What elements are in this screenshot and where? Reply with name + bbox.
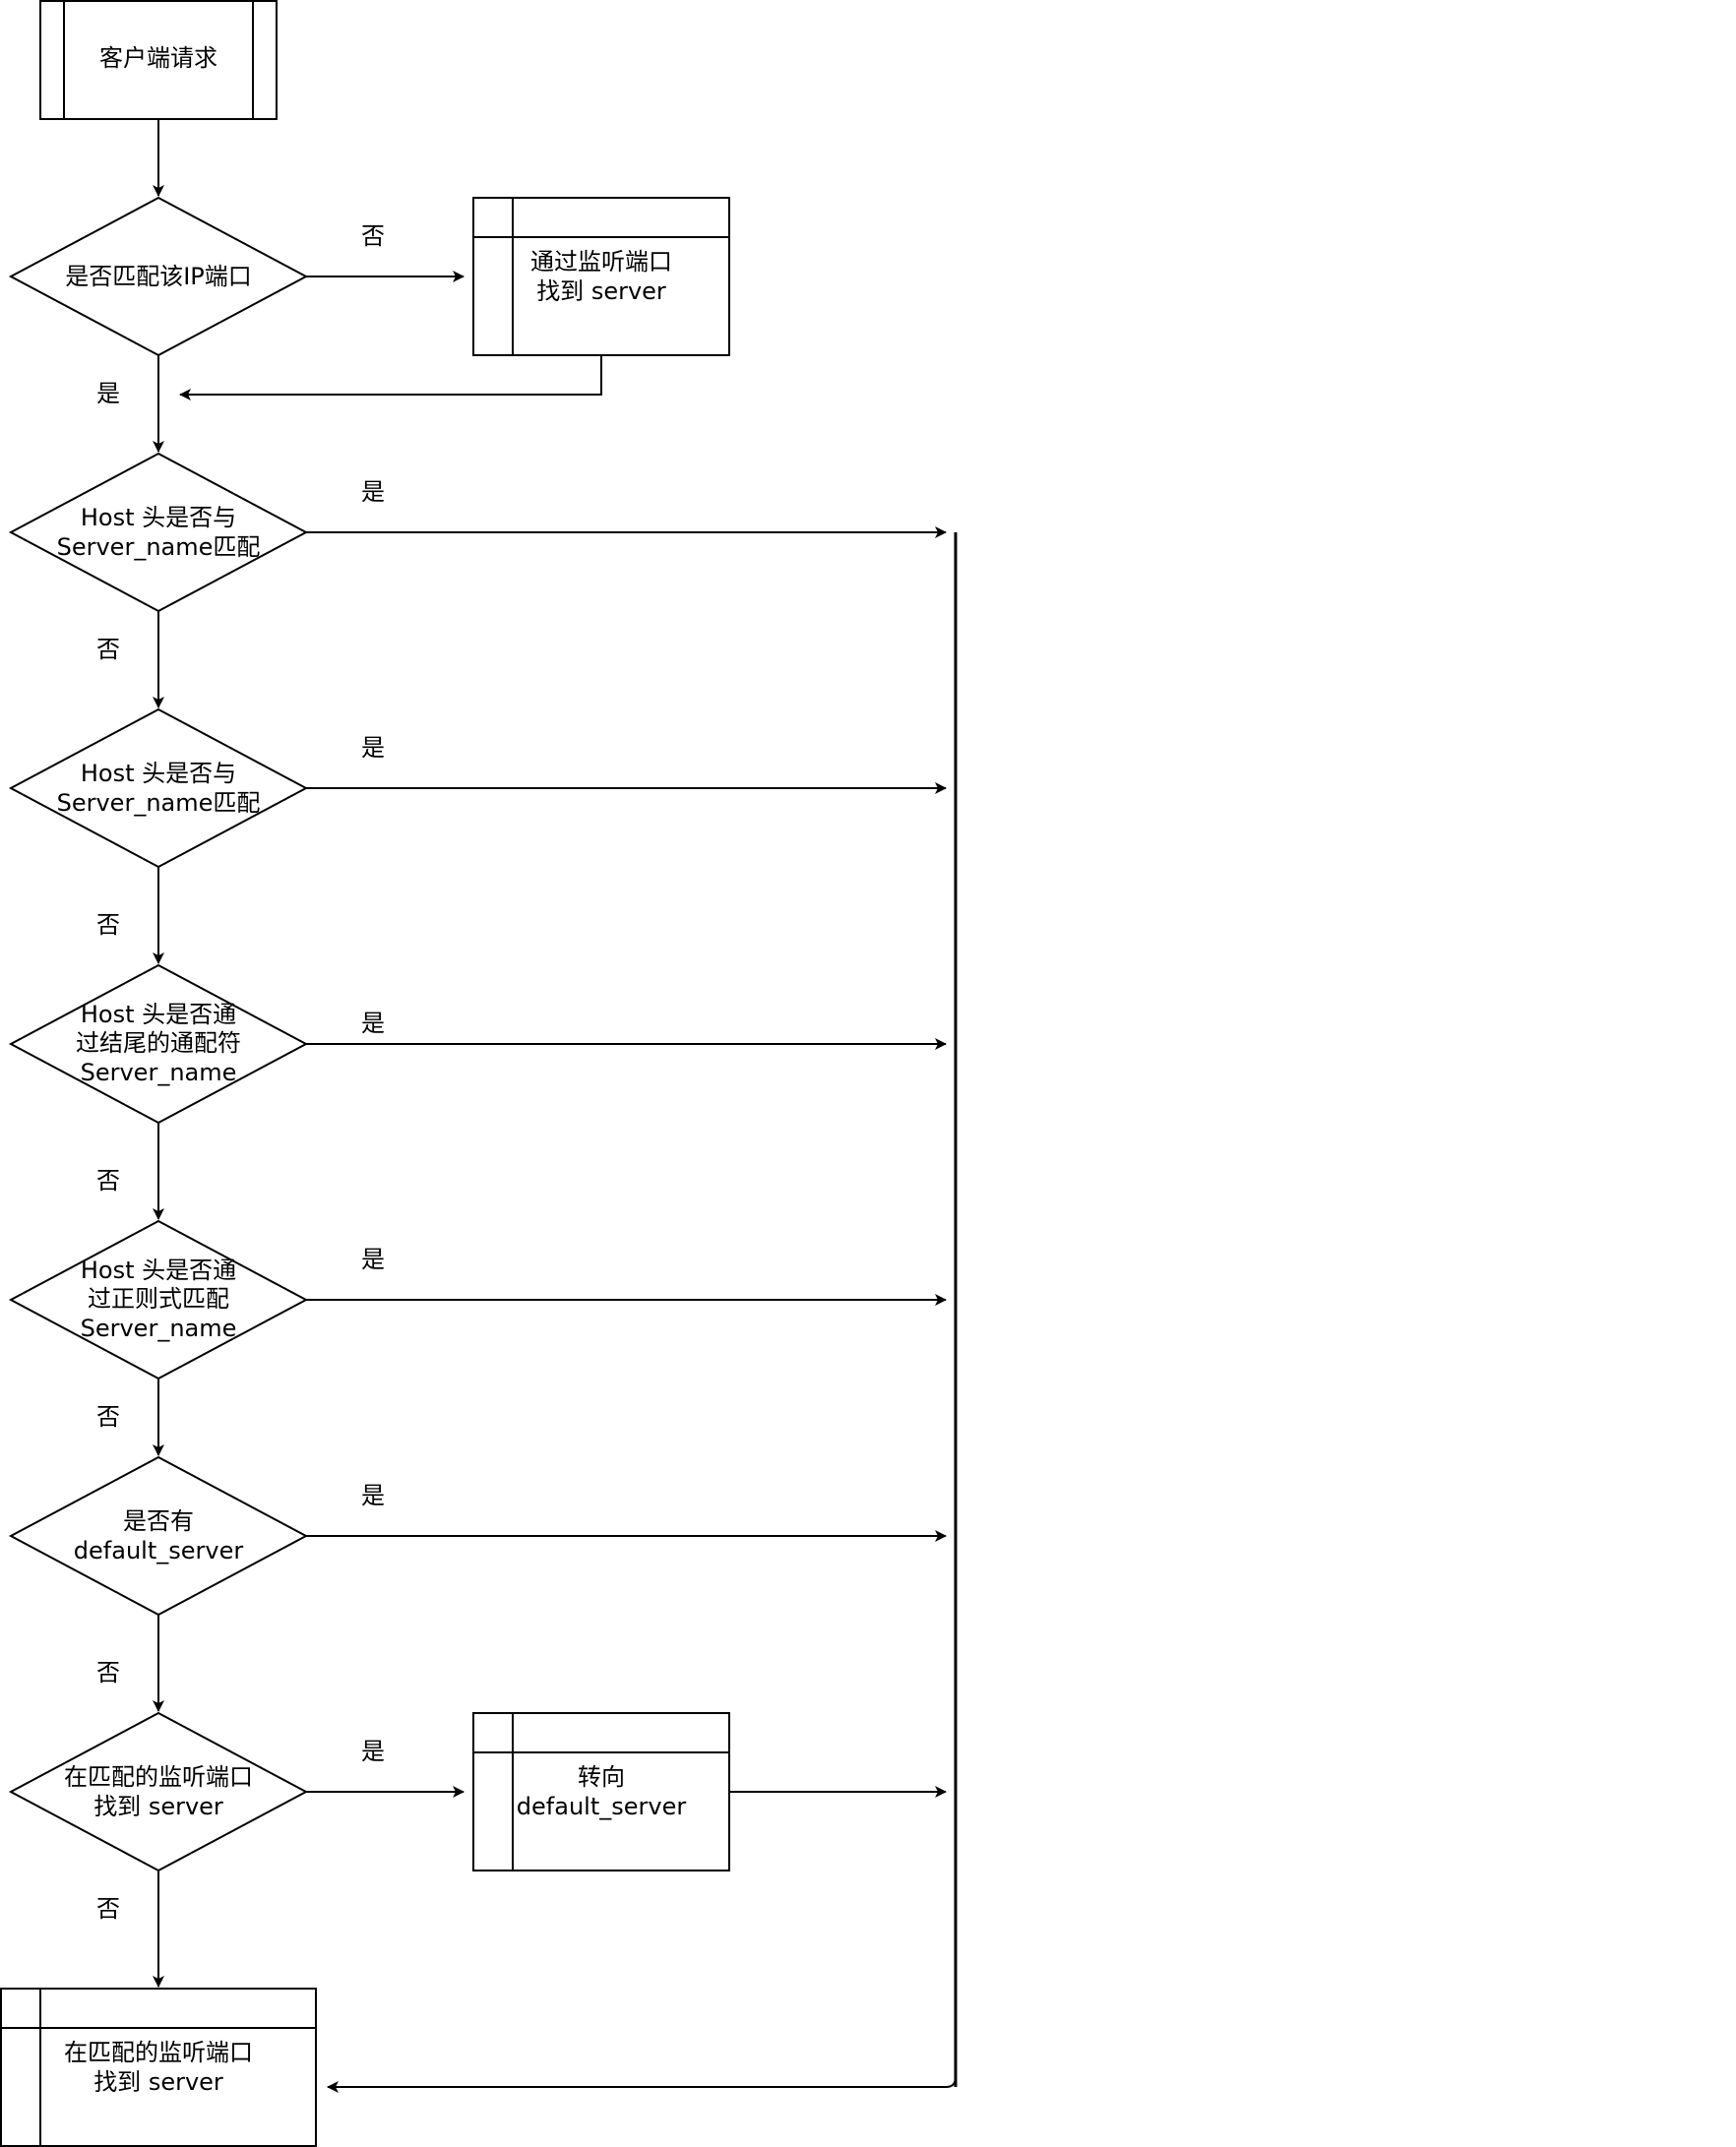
decision-listen-line-1: 在匹配的监听端口 (64, 1763, 253, 1791)
final-box-line-2: 找到 server (93, 2068, 223, 2096)
connectors (153, 119, 958, 2093)
final-box-line-1: 在匹配的监听端口 (64, 2039, 253, 2066)
edge-label-exact-yes: 是 (361, 478, 385, 506)
redirect-box-line-1: 转向 (578, 1763, 625, 1791)
decision-suffix-line-3: Server_name (81, 1059, 237, 1086)
start-node: 客户端请求 (39, 0, 278, 120)
edge-label-suffix-no: 否 (96, 1167, 120, 1195)
decision-regex-line-2: 过正则式匹配 (88, 1285, 229, 1313)
decision-listen-line-2: 找到 server (93, 1793, 223, 1820)
redirect-default-box: 转向 default_server (472, 1712, 730, 1871)
decision-ip-match: 是否匹配该IP端口 (8, 196, 309, 357)
decision-listen-port: 在匹配的监听端口 找到 server (8, 1711, 309, 1872)
decision-suffix-line-2: 过结尾的通配符 (76, 1029, 241, 1057)
decision-host-regex: Host 头是否通 过正则式匹配 Server_name (8, 1219, 309, 1380)
edge-label-exact-no: 否 (96, 636, 120, 663)
edge-label-exact2-no: 否 (96, 911, 120, 939)
decision-exact-2-line-2: Server_name匹配 (57, 789, 261, 817)
decision-default-line-1: 是否有 (123, 1507, 194, 1535)
listen-box-line-2: 找到 server (536, 277, 666, 305)
edge-label-exact2-yes: 是 (361, 734, 385, 762)
decision-default-line-2: default_server (74, 1537, 244, 1564)
decision-host-exact-1: Host 头是否与 Server_name匹配 (8, 452, 309, 613)
listen-box-line-1: 通过监听端口 (530, 248, 672, 276)
edge-label-ip-yes: 是 (96, 380, 120, 407)
edge-label-ip-no: 否 (361, 222, 385, 250)
redirect-box-line-2: default_server (517, 1793, 687, 1820)
edge-label-default-yes: 是 (361, 1482, 385, 1509)
final-box: 在匹配的监听端口 找到 server (0, 1988, 317, 2147)
decision-ip-label: 是否匹配该IP端口 (65, 263, 252, 290)
decision-regex-line-3: Server_name (81, 1315, 237, 1342)
edge-label-suffix-yes: 是 (361, 1010, 385, 1037)
decision-exact-2-line-1: Host 头是否与 (81, 760, 236, 787)
decision-suffix-line-1: Host 头是否通 (81, 1001, 236, 1028)
decision-regex-line-1: Host 头是否通 (81, 1257, 236, 1284)
listen-port-box: 通过监听端口 找到 server (472, 197, 730, 356)
edge-label-regex-yes: 是 (361, 1246, 385, 1273)
decision-host-exact-2: Host 头是否与 Server_name匹配 (8, 707, 309, 869)
edge-label-listen-no: 否 (96, 1895, 120, 1923)
edge-rail-to-final (327, 2076, 957, 2093)
edge-labels: 否 是 是 否 是 否 是 否 是 否 是 否 是 否 (96, 222, 385, 1923)
decision-host-suffix-wildcard: Host 头是否通 过结尾的通配符 Server_name (8, 963, 309, 1125)
edge-label-listen-yes: 是 (361, 1738, 385, 1765)
edge-label-default-no: 否 (96, 1659, 120, 1687)
decision-exact-1-line-1: Host 头是否与 (81, 504, 236, 531)
edge-listen-box-return (179, 355, 602, 400)
decision-exact-1-line-2: Server_name匹配 (57, 533, 261, 561)
start-node-label: 客户端请求 (99, 44, 217, 72)
decision-default-server: 是否有 default_server (8, 1455, 309, 1617)
edge-label-regex-no: 否 (96, 1403, 120, 1431)
